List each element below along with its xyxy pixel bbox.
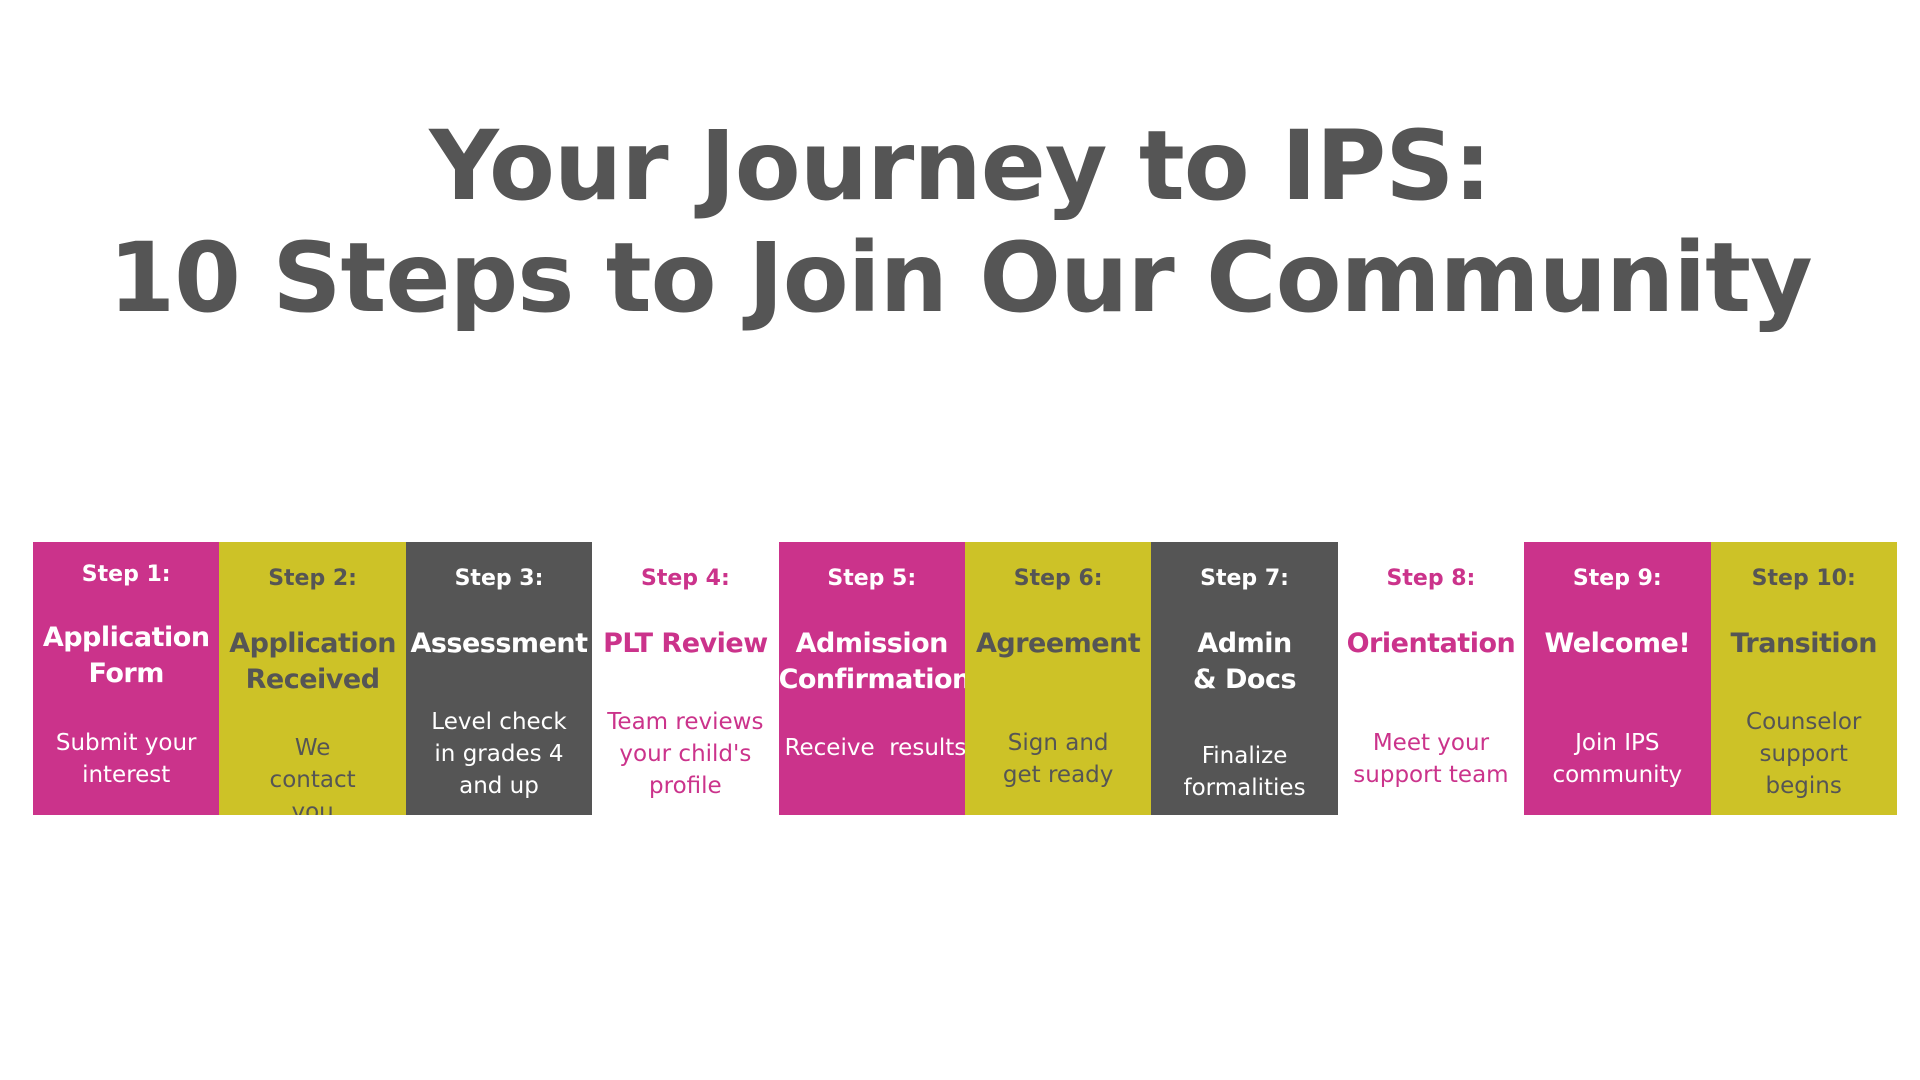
step-number: Step 6: <box>1013 566 1103 591</box>
step-description: Sign and get ready <box>1002 730 1114 788</box>
step-number: Step 9: <box>1572 566 1662 591</box>
step-description: Counselor support begins <box>1746 709 1862 799</box>
step-1: Step 1: Application Form Submit your int… <box>33 542 220 815</box>
step-description: Join IPS community <box>1552 730 1683 788</box>
title-line-1: Your Journey to IPS: <box>429 110 1491 222</box>
step-number: Step 8: <box>1386 566 1476 591</box>
step-number: Step 4: <box>640 566 730 591</box>
step-description: Level check in grades 4 and up <box>431 709 567 799</box>
step-description: We contact you <box>269 735 356 815</box>
step-description: Finalize formalities <box>1183 743 1306 801</box>
step-name: Admin & Docs <box>1193 628 1297 695</box>
step-number: Step 7: <box>1200 566 1289 591</box>
step-number: Step 5: <box>827 566 917 591</box>
step-number: Step 3: <box>454 566 544 591</box>
step-name: Welcome! <box>1544 628 1691 659</box>
step-number: Step 1: <box>81 562 171 587</box>
step-name: Assessment <box>410 628 588 659</box>
page-title: Your Journey to IPS: 10 Steps to Join Ou… <box>0 110 1920 334</box>
step-2: Step 2: Application Received We contact … <box>219 542 406 815</box>
step-name: Application Received <box>229 628 396 695</box>
step-description: Team reviews your child's profile <box>607 709 764 799</box>
step-description: Meet your support team <box>1353 730 1509 788</box>
step-5: Step 5: Admission Confirmation Receive r… <box>778 542 965 815</box>
step-9: Step 9: Welcome! Join IPS community <box>1524 542 1711 815</box>
step-6: Step 6: Agreement Sign and get ready <box>964 542 1152 815</box>
steps-row: Step 1: Application Form Submit your int… <box>33 542 1897 815</box>
step-name: Transition <box>1730 628 1877 659</box>
step-10: Step 10: Transition Counselor support be… <box>1710 542 1897 815</box>
step-name: Agreement <box>976 628 1141 659</box>
step-8: Step 8: Orientation Meet your support te… <box>1337 542 1525 815</box>
step-number: Step 2: <box>268 566 357 591</box>
step-number: Step 10: <box>1751 566 1856 591</box>
step-description: Submit your interest <box>55 730 197 788</box>
step-name: Orientation <box>1346 628 1516 659</box>
step-7: Step 7: Admin & Docs Finalize formalitie… <box>1151 542 1338 815</box>
step-name: Admission Confirmation <box>778 628 965 695</box>
step-name: Application Form <box>42 622 210 689</box>
title-line-2: 10 Steps to Join Our Community <box>108 222 1812 334</box>
step-description: Receive results <box>784 735 965 761</box>
step-4: Step 4: PLT Review Team reviews your chi… <box>592 542 779 815</box>
step-3: Step 3: Assessment Level check in grades… <box>405 542 593 815</box>
step-name: PLT Review <box>603 628 768 659</box>
